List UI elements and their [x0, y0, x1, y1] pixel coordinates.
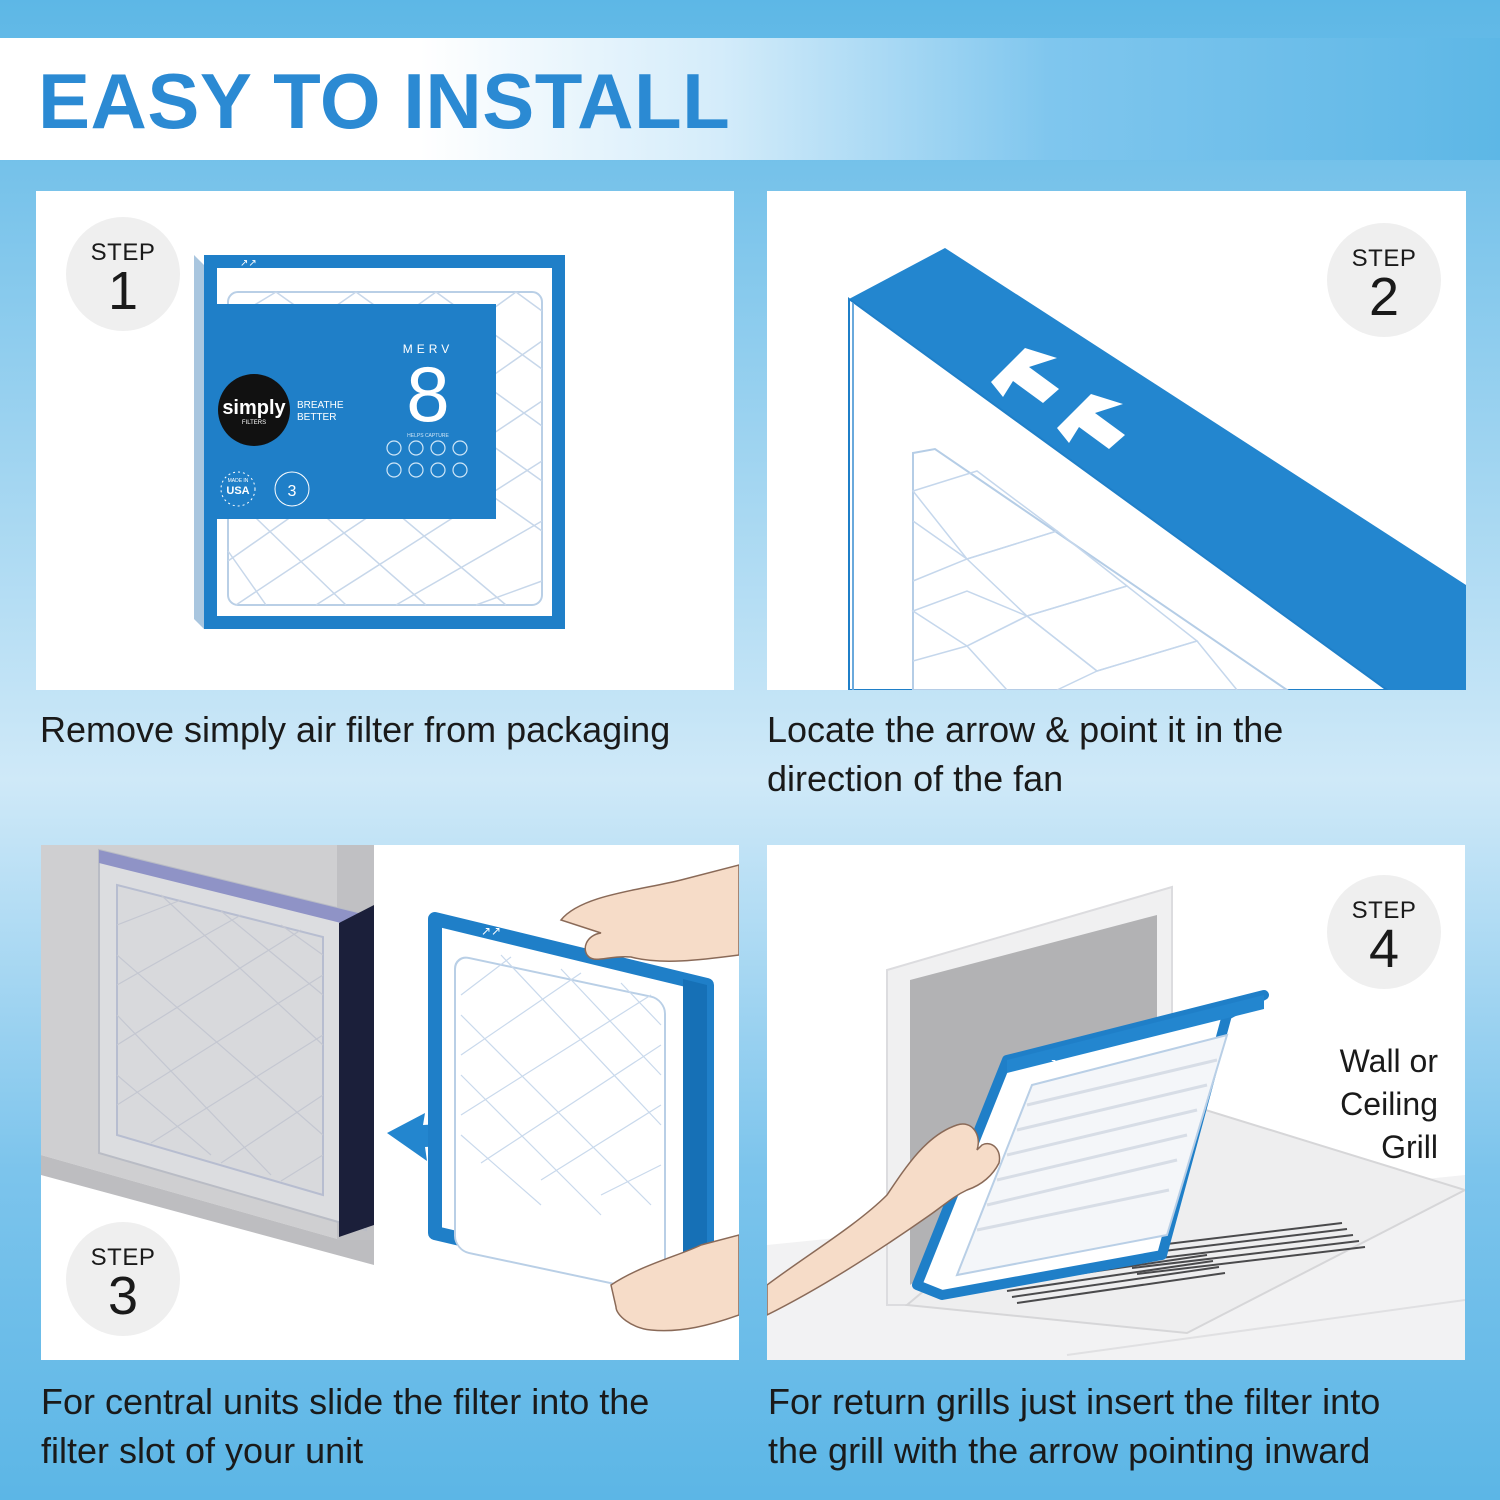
step-4-caption: For return grills just insert the filter… [768, 1381, 1381, 1471]
svg-text:↗↗: ↗↗ [481, 924, 501, 938]
svg-text:USA: USA [226, 485, 249, 497]
svg-text:↗↗: ↗↗ [1047, 1056, 1067, 1070]
step-1-badge: STEP 1 [66, 217, 180, 331]
merv-rating: 8 [406, 350, 449, 438]
brand-logo-text: simply [222, 397, 286, 419]
step-4-panel: ↗↗ STEP 4 [767, 845, 1465, 1360]
step-3-badge: STEP 3 [66, 1222, 180, 1336]
page-title: EASY TO INSTALL [38, 57, 731, 145]
step-2-caption: Locate the arrow & point it in the direc… [767, 709, 1284, 799]
svg-text:BETTER: BETTER [297, 412, 336, 423]
svg-text:HELPS CAPTURE: HELPS CAPTURE [407, 433, 449, 439]
svg-text:MADE IN: MADE IN [228, 478, 249, 484]
svg-text:↗↗: ↗↗ [240, 258, 257, 269]
capture-icons [386, 440, 468, 478]
change-every-seal: 3 [274, 471, 310, 507]
svg-text:3: 3 [288, 483, 297, 500]
airflow-arrows-icon [991, 348, 1125, 449]
return-grill-illustration: ↗↗ [767, 885, 1465, 1360]
hand-bottom [610, 1234, 739, 1332]
grill-label: Wall or Ceiling Grill [1339, 1043, 1438, 1165]
step-1-panel: ↗↗ simply FILTERS BREATHE BETTER MERV 8 … [36, 191, 734, 690]
made-in-usa-seal: MADE IN USA [220, 471, 256, 507]
filter-package-illustration: ↗↗ simply FILTERS BREATHE BETTER MERV 8 … [194, 255, 565, 629]
step-2-panel: STEP 2 [767, 191, 1466, 690]
svg-text:FILTERS: FILTERS [242, 420, 266, 426]
step-3-caption: For central units slide the filter into … [41, 1381, 650, 1471]
svg-text:MERV: MERV [403, 342, 453, 356]
central-unit-illustration: ↗↗ [41, 845, 739, 1332]
step-2-badge: STEP 2 [1327, 223, 1441, 337]
svg-text:BREATHE: BREATHE [297, 400, 344, 411]
step-4-badge: STEP 4 [1327, 875, 1441, 989]
hand-top [559, 864, 739, 962]
title-band [0, 38, 1500, 160]
hand [767, 1123, 1001, 1316]
step-1-caption: Remove simply air filter from packaging [40, 709, 671, 750]
step-3-panel: ↗↗ STEP 3 [41, 845, 739, 1360]
filter-arrow-closeup [848, 248, 1466, 690]
